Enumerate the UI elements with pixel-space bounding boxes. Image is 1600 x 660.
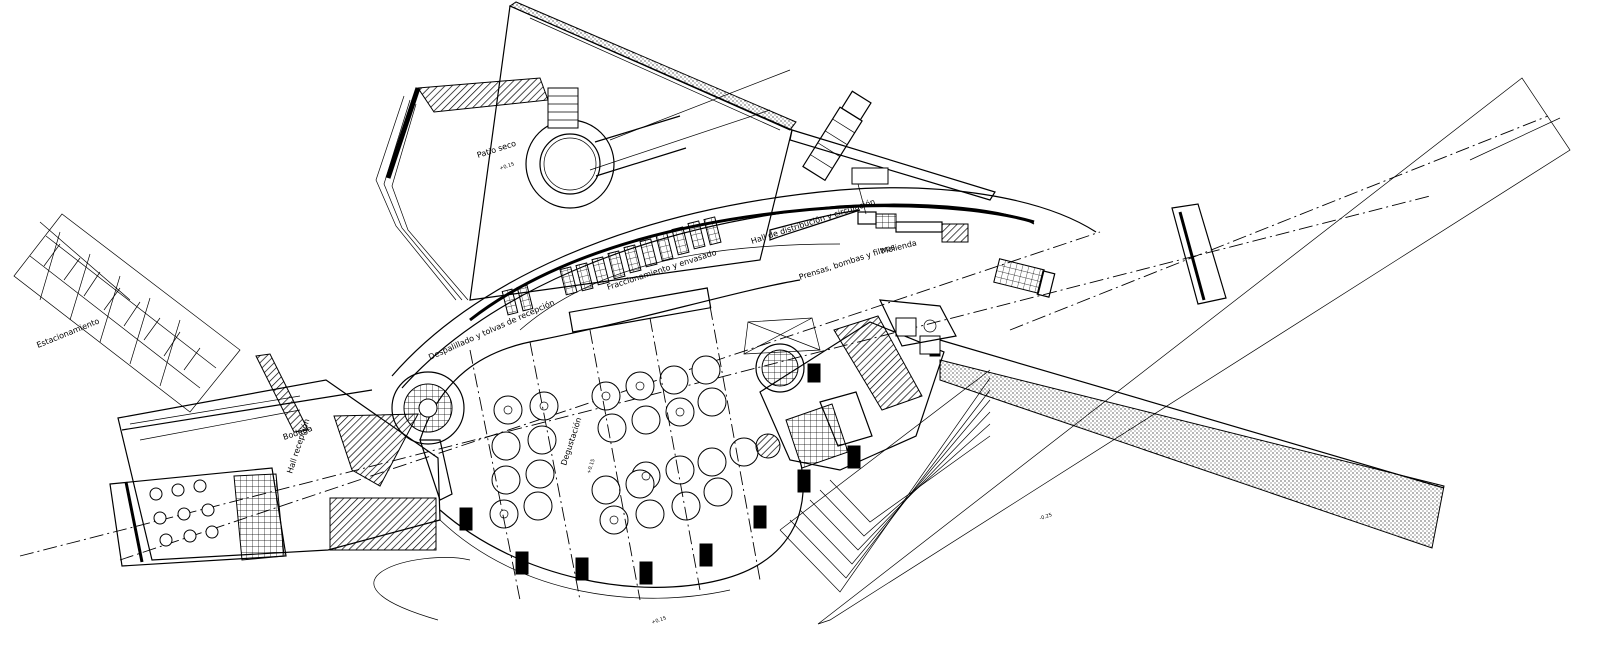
main-building	[373, 187, 1097, 621]
fermentation-tanks	[501, 216, 722, 333]
hall-level: +0.15	[586, 458, 596, 474]
prensas-label: Prensas, bombas y filtros	[798, 242, 896, 282]
central-spiral-stair	[743, 317, 821, 459]
parking-label: Estacionamiento	[35, 316, 100, 349]
parking-area: Estacionamiento	[13, 213, 241, 413]
degustacion-label: Degustación	[558, 416, 583, 467]
patio-seco-label: Patio seco	[476, 139, 517, 160]
level-low: -0.25	[1039, 512, 1053, 522]
hall-distribucion-label: Hall de distribución y circulación	[750, 196, 877, 246]
tasting-hall: Degustación +0.15	[469, 305, 761, 601]
freestanding-wall	[1171, 203, 1227, 305]
patio-level: +0.15	[499, 161, 515, 171]
despalillado-label: Despalillado y tolvas de recepción	[427, 297, 556, 362]
level-main: +0.15	[651, 615, 667, 625]
restaurant-tables	[149, 479, 219, 547]
courtyard: Patio seco +0.15	[469, 1, 996, 301]
tables	[489, 355, 759, 535]
round-tower	[525, 87, 687, 209]
planter-wall	[375, 77, 549, 301]
truck	[802, 90, 872, 182]
service-core	[759, 299, 957, 471]
